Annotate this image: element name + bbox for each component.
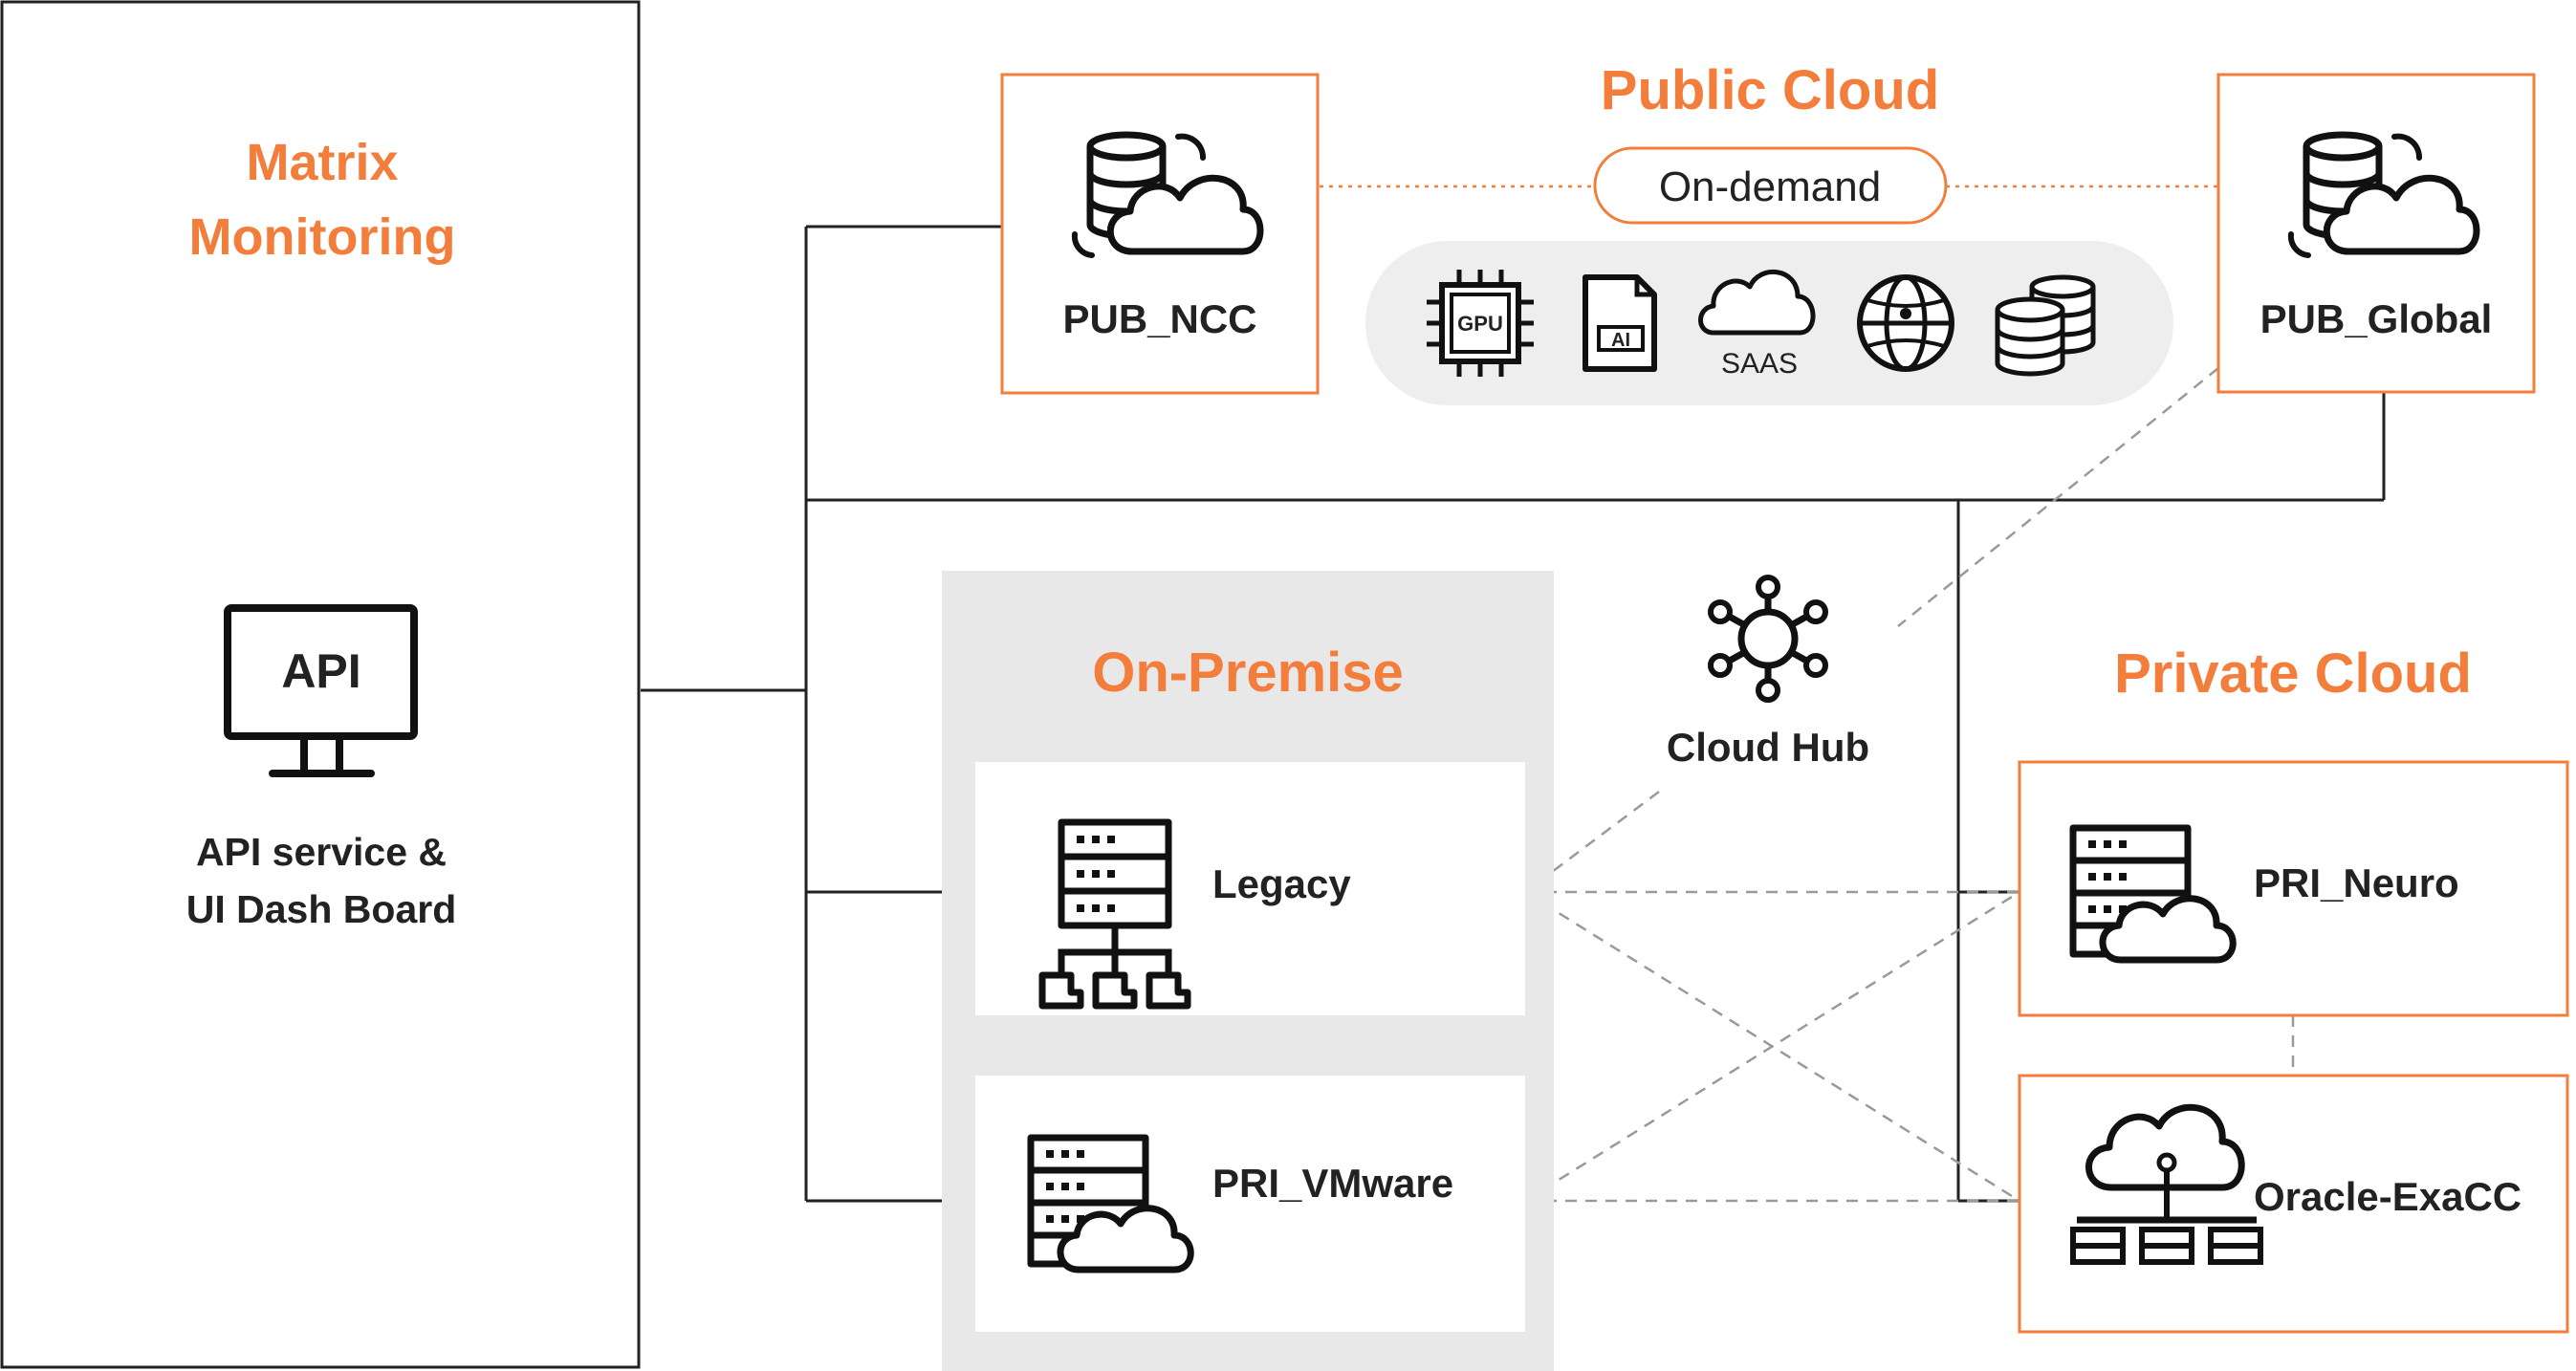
monitoring-desc-line1: API service &: [196, 830, 447, 874]
private-cloud-title: Private Cloud: [2114, 642, 2472, 705]
oracle-exacc-box: [2018, 1074, 2569, 1334]
public-cloud-section: Public Cloud On-demand GPU AI: [1000, 59, 2536, 405]
database-stack-icon: [1995, 274, 2096, 377]
pub-ncc-node[interactable]: PUB_NCC: [1000, 73, 1320, 395]
api-label: API: [281, 644, 360, 698]
legacy-node[interactable]: Legacy: [975, 762, 1525, 1015]
oracle-exacc-node[interactable]: Oracle-ExaCC: [2018, 1074, 2569, 1334]
ai-label: AI: [1611, 330, 1630, 351]
server-cloud-icon: [2069, 824, 2237, 964]
saas-cloud-icon: SAAS: [1698, 270, 1816, 380]
saas-label: SAAS: [1721, 348, 1798, 380]
pri-vmware-node[interactable]: PRI_VMware: [975, 1076, 1525, 1332]
monitoring-desc-line2: UI Dash Board: [186, 887, 457, 931]
vmware-neuro-dash: [1524, 890, 2020, 1203]
database-cloud-icon: [2287, 131, 2480, 258]
monitoring-panel: Matrix Monitoring API API service & UI D…: [0, 0, 641, 1369]
hub-network-icon: [1708, 575, 1828, 703]
pub-global-label: PUB_Global: [2260, 296, 2493, 341]
server-cloud-icon: [1027, 1134, 1194, 1273]
legacy-label: Legacy: [1212, 861, 1351, 906]
pub-global-node[interactable]: PUB_Global: [2216, 73, 2536, 394]
globe-icon: [1857, 274, 1954, 372]
hub-legacy-dash: [1524, 791, 1660, 893]
pri-vmware-label: PRI_VMware: [1212, 1161, 1453, 1206]
oracle-exacc-label: Oracle-ExaCC: [2254, 1174, 2521, 1219]
database-cloud-icon: [1071, 131, 1264, 258]
pri-neuro-label: PRI_Neuro: [2254, 860, 2459, 905]
on-demand-label: On-demand: [1659, 163, 1881, 210]
gpu-chip-icon: GPU: [1427, 270, 1534, 377]
gpu-label: GPU: [1457, 312, 1503, 336]
pri-neuro-node[interactable]: PRI_Neuro: [2018, 760, 2569, 1017]
public-cloud-title: Public Cloud: [1601, 59, 1939, 121]
cloud-network-icon: [2070, 1103, 2263, 1265]
monitoring-title-line1: Matrix: [246, 134, 398, 191]
private-cloud-section: Private Cloud PRI_Neuro: [2018, 642, 2569, 1334]
cloud-hub-label: Cloud Hub: [1667, 725, 1869, 770]
on-demand-pill: [1593, 146, 1948, 225]
monitor-icon: [224, 604, 418, 777]
ai-file-icon: AI: [1583, 274, 1657, 372]
server-network-icon: [1038, 818, 1191, 1010]
on-premise-section: On-Premise: [942, 571, 1554, 1371]
hub-global-dash: [1897, 367, 2219, 627]
on-premise-title: On-Premise: [1092, 642, 1404, 704]
monitoring-title-line2: Monitoring: [189, 208, 456, 266]
cloud-hub[interactable]: Cloud Hub: [1667, 575, 1869, 770]
connectors: [641, 185, 2386, 1203]
pub-ncc-label: PUB_NCC: [1062, 296, 1256, 341]
